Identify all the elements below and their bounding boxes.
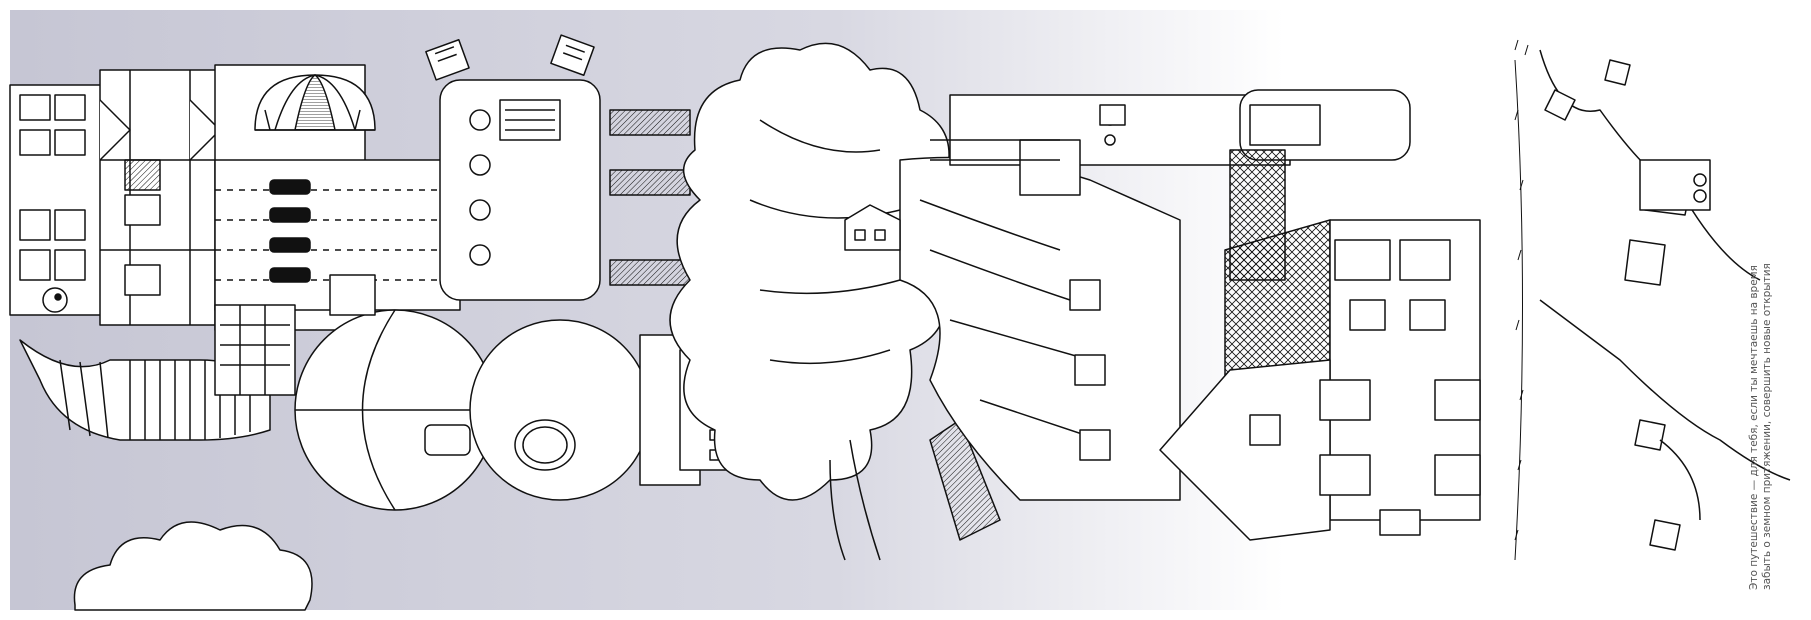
tree-icon bbox=[669, 42, 1001, 561]
robot-icon bbox=[425, 34, 595, 81]
house-icon bbox=[1159, 219, 1481, 541]
cloud-icon bbox=[73, 521, 313, 611]
hatched-columns bbox=[609, 109, 691, 286]
caption-line-1: Это путешествие — для тебя, если ты мечт… bbox=[1748, 265, 1760, 590]
ribbed-tube bbox=[19, 339, 271, 441]
central-tower bbox=[214, 79, 601, 311]
illustration-caption: Это путешествие — для тебя, если ты мечт… bbox=[1748, 30, 1788, 590]
large-spheres bbox=[294, 309, 701, 511]
small-building bbox=[214, 274, 376, 396]
tree-trunk bbox=[899, 156, 1181, 501]
treehouse bbox=[844, 204, 901, 251]
striped-dome bbox=[254, 74, 376, 131]
grass-strokes bbox=[1514, 39, 1529, 561]
caption-line-2: забыть о земном притяжении, совершить но… bbox=[1761, 263, 1773, 590]
character-post bbox=[1639, 159, 1711, 211]
